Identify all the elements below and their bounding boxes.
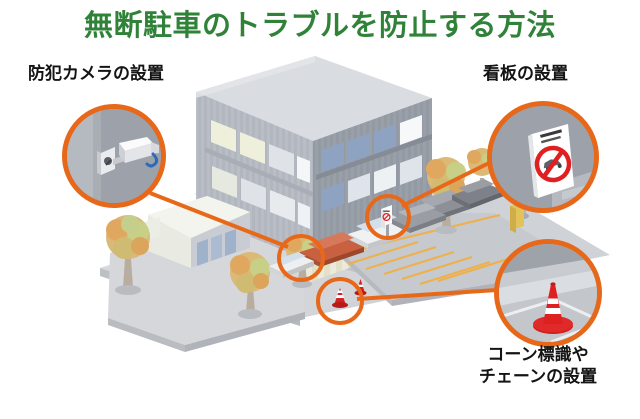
camera-mount xyxy=(97,147,115,175)
magnifier-signboard-content xyxy=(492,106,594,208)
car-gray-2 xyxy=(452,179,504,209)
callout-label-sign: 看板の設置 xyxy=(483,64,568,83)
callout-label-camera: 防犯カメラの設置 xyxy=(28,64,164,83)
office-building xyxy=(196,56,432,262)
callout-label-cone-line1: コーン標識や xyxy=(487,345,589,364)
magnifier-camera xyxy=(62,104,166,208)
street-trees xyxy=(106,148,496,319)
building-right-windows-lower xyxy=(322,155,422,212)
connector-cone xyxy=(356,288,498,301)
building-left-windows-upper xyxy=(211,120,310,183)
building-left-windows-lower xyxy=(212,166,310,229)
magnifier-signboard xyxy=(487,101,599,213)
camera-body xyxy=(119,137,159,168)
callout-connectors xyxy=(149,161,498,301)
target-ring-sign xyxy=(365,194,411,240)
parking-stall-lines xyxy=(329,236,509,285)
connector-camera xyxy=(149,191,289,249)
connector-sign xyxy=(401,161,490,208)
target-ring-cone xyxy=(316,277,364,325)
target-ring-camera xyxy=(277,234,325,282)
building-right-windows-upper xyxy=(322,115,422,172)
page-title: 無断駐車のトラブルを防止する方法 xyxy=(83,10,556,42)
traffic-cone xyxy=(533,282,573,334)
magnifier-cone xyxy=(494,239,602,347)
callout-label-cone: コーン標識や チェーンの設置 xyxy=(440,344,636,388)
callout-label-cone-line2: チェーンの設置 xyxy=(478,366,598,386)
parking-stall-outline xyxy=(502,298,597,342)
magnifier-cone-content xyxy=(499,244,597,342)
no-parking-sign-panel xyxy=(528,124,574,198)
